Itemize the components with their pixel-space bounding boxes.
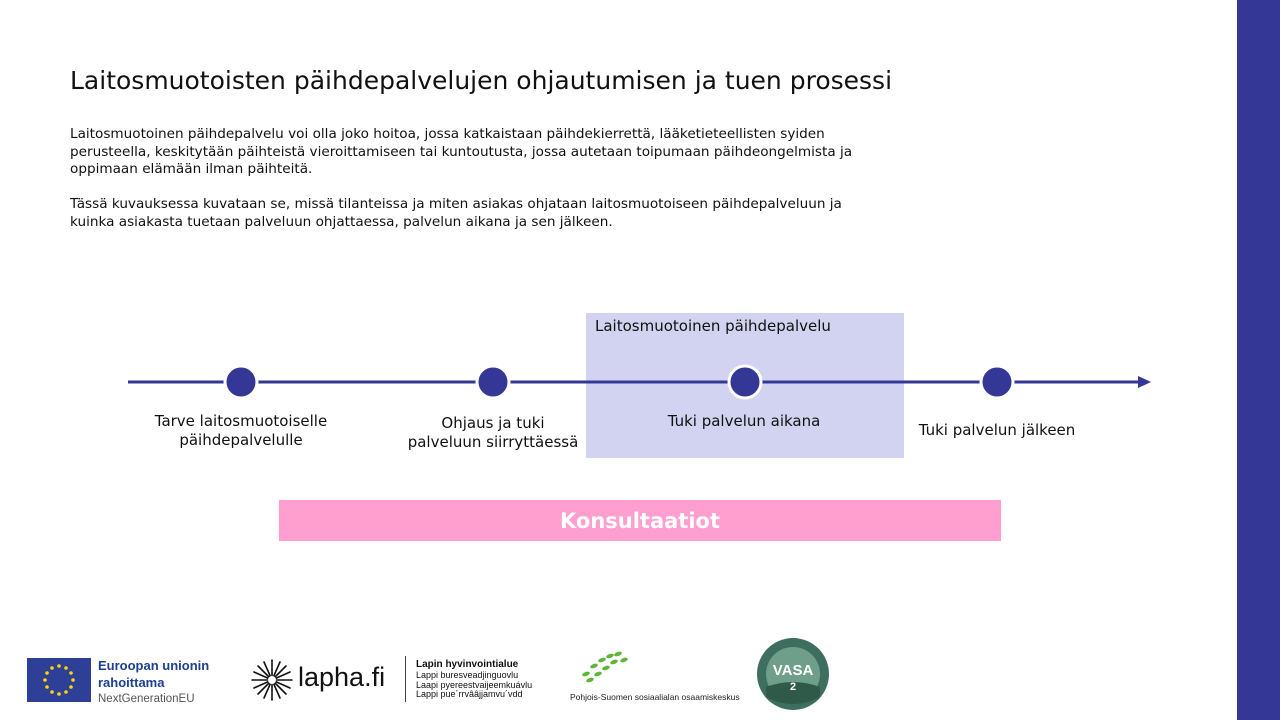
timeline-node-1 — [223, 364, 259, 400]
eu-funding-text: Euroopan unionin rahoittama NextGenerati… — [98, 657, 209, 708]
eu-line-1: Euroopan unionin — [98, 658, 210, 673]
step-label-referral-line2: palveluun siirryttäessä — [407, 433, 579, 451]
process-timeline — [128, 364, 1151, 400]
step-label-during-line1: Tuki palvelun aikana — [667, 412, 821, 430]
step-label-need-line1: Tarve laitosmuotoiselle — [154, 412, 328, 430]
posoke-name: Pohjois-Suomen sosiaalialan osaamiskesku… — [570, 692, 740, 702]
posoke-leaves-icon — [582, 651, 628, 683]
step-label-referral: Ohjaus ja tuki palveluun siirryttäessä — [393, 414, 593, 452]
consultations-banner: Konsultaatiot — [279, 500, 1001, 541]
lapha-sub-1: Lappi buresveadjinguovlu — [416, 670, 519, 680]
lapha-wordmark: lapha.fi — [298, 662, 386, 692]
lapha-sub-3: Lappi pue´rrvââjjamvu´vdd — [416, 689, 523, 699]
intro-text: Laitosmuotoinen päihdepalvelu voi olla j… — [70, 126, 870, 249]
step-label-after: Tuki palvelun jälkeen — [897, 421, 1097, 440]
lapha-divider — [405, 656, 406, 702]
eu-line-3: NextGenerationEU — [98, 693, 195, 705]
service-phase-label: Laitosmuotoinen päihdepalvelu — [595, 317, 831, 335]
intro-paragraph-1: Laitosmuotoinen päihdepalvelu voi olla j… — [70, 126, 853, 177]
lapha-head: Lapin hyvinvointialue — [416, 659, 519, 670]
intro-paragraph-2: Tässä kuvauksessa kuvataan se, missä til… — [70, 196, 842, 230]
step-label-referral-line1: Ohjaus ja tuki — [441, 414, 545, 432]
eu-flag-icon — [27, 658, 91, 702]
page-title: Laitosmuotoisten päihdepalvelujen ohjaut… — [70, 66, 893, 95]
vasa-word: VASA — [773, 662, 814, 679]
timeline-node-2 — [475, 364, 511, 400]
step-label-after-line1: Tuki palvelun jälkeen — [918, 421, 1076, 439]
timeline-arrowhead — [1138, 376, 1151, 388]
logo-footer: Euroopan unionin rahoittama NextGenerati… — [0, 630, 1237, 720]
timeline-node-3 — [727, 364, 763, 400]
vasa-number: 2 — [790, 681, 796, 693]
consultations-label: Konsultaatiot — [559, 508, 720, 533]
step-label-need: Tarve laitosmuotoiselle päihdepalvelulle — [141, 412, 341, 450]
lapha-region-text: Lapin hyvinvointialue Lappi buresveadjin… — [416, 658, 532, 700]
step-label-need-line2: päihdepalvelulle — [179, 431, 303, 449]
eu-line-2: rahoittama — [98, 675, 165, 690]
side-accent-bar — [1237, 0, 1280, 720]
step-label-during: Tuki palvelun aikana — [644, 412, 844, 431]
timeline-node-4 — [979, 364, 1015, 400]
lapha-sub-2: Laapi pyereestvaijeemkuávlu — [416, 679, 533, 690]
vasa2-badge-icon: VASA 2 — [757, 638, 829, 710]
lapha-sun-icon — [251, 659, 293, 701]
